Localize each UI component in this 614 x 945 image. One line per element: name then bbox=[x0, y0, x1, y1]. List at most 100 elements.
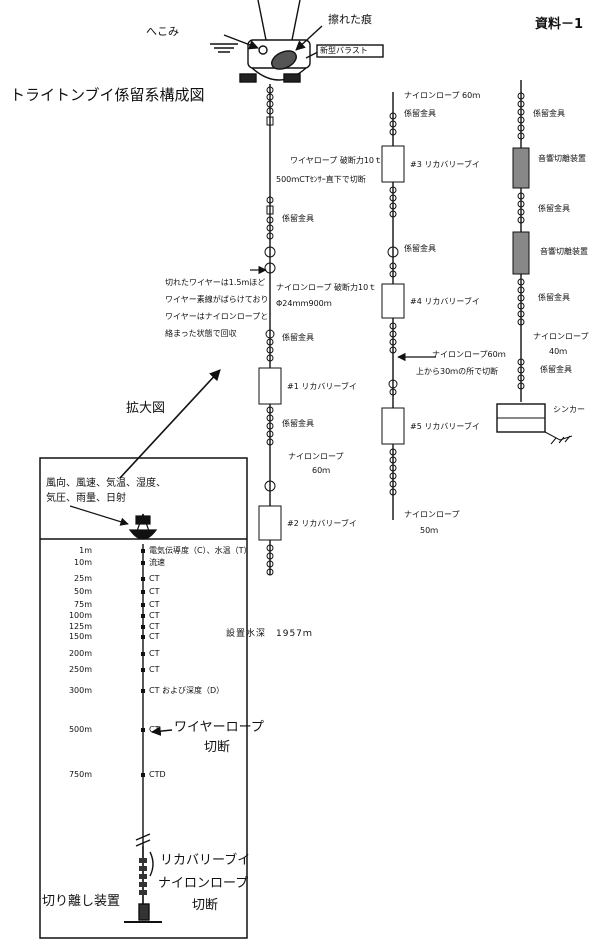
dent-pointer bbox=[223, 34, 259, 50]
depth-value: 125m bbox=[68, 622, 92, 631]
col3-fitting-label-2: 係留金具 bbox=[538, 204, 570, 213]
recovery-float-marker bbox=[139, 866, 147, 871]
recovery-buoy-2 bbox=[258, 505, 282, 541]
col3-fitting-label-4: 係留金具 bbox=[540, 365, 572, 374]
met-sensors-line-2: 気圧、雨量、日射 bbox=[46, 493, 126, 504]
sensor-marker bbox=[141, 561, 145, 565]
recovery-buoy-3-label: #3 リカバリーブイ bbox=[410, 160, 480, 169]
wire-rope-label: ワイヤロープ 破断力10ｔ bbox=[290, 156, 383, 165]
col1-fitting-label-3: 係留金具 bbox=[282, 419, 314, 428]
wire-cut-label: ワイヤーロープ bbox=[174, 720, 264, 735]
waterline bbox=[210, 43, 238, 53]
sensor-marker bbox=[141, 614, 145, 618]
sensor-marker bbox=[141, 668, 145, 672]
recovery-brace bbox=[149, 851, 154, 877]
depth-value: 300m bbox=[68, 686, 92, 695]
recovery-buoy-5-label: #5 リカバリーブイ bbox=[410, 422, 480, 431]
col1-fitting-label-1: 係留金具 bbox=[282, 214, 314, 223]
ballast-label: 新型バラスト bbox=[320, 46, 368, 55]
recovery-buoy-1 bbox=[258, 367, 282, 405]
broken-wire-note-2: ワイヤー素線がばらけており bbox=[165, 295, 269, 304]
acoustic-release-1-label: 音響切離装置 bbox=[538, 154, 586, 163]
sensor-label: CT bbox=[149, 622, 160, 631]
wire-cut-pointer bbox=[151, 726, 173, 736]
dent-label: へこみ bbox=[146, 25, 179, 38]
col2-fitting-label-2: 係留金具 bbox=[404, 244, 436, 253]
sensor-label: CTD bbox=[149, 770, 166, 779]
acoustic-release-2-label: 音響切離装置 bbox=[540, 247, 588, 256]
installation-depth: 設置水深 1957ｍ bbox=[226, 629, 313, 639]
sensor-marker bbox=[141, 773, 145, 777]
recovery-buoy-3 bbox=[381, 145, 405, 183]
depth-value: 200m bbox=[68, 649, 92, 658]
sensor-marker bbox=[141, 652, 145, 656]
inset-buoy bbox=[69, 505, 158, 540]
col2-nylon-bottom-label-2: 50ｍ bbox=[420, 526, 439, 535]
recovery-buoy-2-label: #2 リカバリーブイ bbox=[287, 519, 357, 528]
sensor-marker bbox=[141, 603, 145, 607]
col2-fitting-label-1: 係留金具 bbox=[404, 109, 436, 118]
broken-wire-note-4: 絡まった状態で回収 bbox=[165, 329, 237, 338]
buoy-hull bbox=[251, 67, 307, 81]
sensor-label: 流速 bbox=[149, 558, 165, 567]
inset-release bbox=[138, 903, 150, 921]
depth-value: 10m bbox=[74, 558, 92, 567]
recovery-buoy-4-label: #4 リカバリーブイ bbox=[410, 297, 480, 306]
ballast-left bbox=[239, 73, 257, 83]
sensor-marker bbox=[141, 728, 145, 732]
col1-nylon-label-3: ナイロンロープ bbox=[288, 452, 344, 461]
acoustic-release-1 bbox=[512, 147, 530, 189]
nylon-cut-label: ナイロンロープ bbox=[158, 876, 249, 891]
recovery-buoy-4 bbox=[381, 283, 405, 319]
depth-value: 75m bbox=[74, 600, 92, 609]
inset-border bbox=[39, 457, 248, 939]
sensor-label: CT bbox=[149, 665, 160, 674]
recovery-float-marker bbox=[139, 874, 147, 879]
annotation-arrows bbox=[250, 265, 436, 362]
ballast-right bbox=[283, 73, 301, 83]
recovery-buoy-1-label: #1 リカバリーブイ bbox=[287, 382, 357, 391]
sensor-label: CT bbox=[149, 574, 160, 583]
depth-value: 250m bbox=[68, 665, 92, 674]
recovery-float-marker bbox=[139, 890, 147, 895]
line-2-chain bbox=[381, 112, 405, 496]
col3-nylon-label-2: 40ｍ bbox=[549, 347, 568, 356]
document-reference: 資料－1 bbox=[535, 17, 584, 32]
zoom-label: 拡大図 bbox=[126, 401, 166, 416]
nylon-cut-label-2: 上から30ｍの所で切断 bbox=[416, 367, 499, 376]
sensor-marker bbox=[141, 549, 145, 553]
sensor-label: CT bbox=[149, 725, 160, 734]
recovery-float-marker bbox=[139, 882, 147, 887]
inset-sensors bbox=[139, 549, 147, 895]
col1-nylon-label-1: ナイロンロープ 破断力10ｔ bbox=[276, 283, 377, 292]
depth-value: 1m bbox=[79, 546, 92, 555]
wire-break-mark bbox=[135, 833, 151, 847]
wire-cut-label-2: 切断 bbox=[204, 740, 231, 755]
recovery-buoy-label: リカバリーブイ bbox=[160, 853, 251, 868]
recovery-buoy-5 bbox=[381, 407, 405, 445]
dent-mark bbox=[258, 45, 268, 55]
sensor-marker bbox=[141, 590, 145, 594]
depth-value: 150m bbox=[68, 632, 92, 641]
scratch-mark bbox=[271, 50, 297, 70]
col2-nylon-top-label: ナイロンロープ 60ｍ bbox=[404, 91, 481, 100]
sensor-marker bbox=[141, 689, 145, 693]
line-1-chain bbox=[258, 86, 282, 576]
ballast-label-box bbox=[316, 44, 384, 58]
depth-value: 500m bbox=[68, 725, 92, 734]
release-device-label: 切り離し装置 bbox=[42, 894, 121, 909]
col1-nylon-label-2: Φ24ｍｍ900ｍ bbox=[276, 299, 332, 308]
col3-fitting-label-3: 係留金具 bbox=[538, 293, 570, 302]
sensor-label: CT bbox=[149, 600, 160, 609]
surface-buoy bbox=[210, 0, 384, 83]
depth-value: 100m bbox=[68, 611, 92, 620]
broken-wire-note-3: ワイヤーはナイロンロープと bbox=[165, 312, 269, 321]
col3-fitting-label-1: 係留金具 bbox=[533, 109, 565, 118]
fitting-shackle bbox=[266, 116, 274, 126]
zoom-arrow bbox=[119, 369, 221, 479]
sensor-label: CT bbox=[149, 632, 160, 641]
wire-rope-cut-label: 500ｍCTｾﾝｻｰ直下で切断 bbox=[276, 175, 366, 184]
sensor-marker bbox=[141, 635, 145, 639]
